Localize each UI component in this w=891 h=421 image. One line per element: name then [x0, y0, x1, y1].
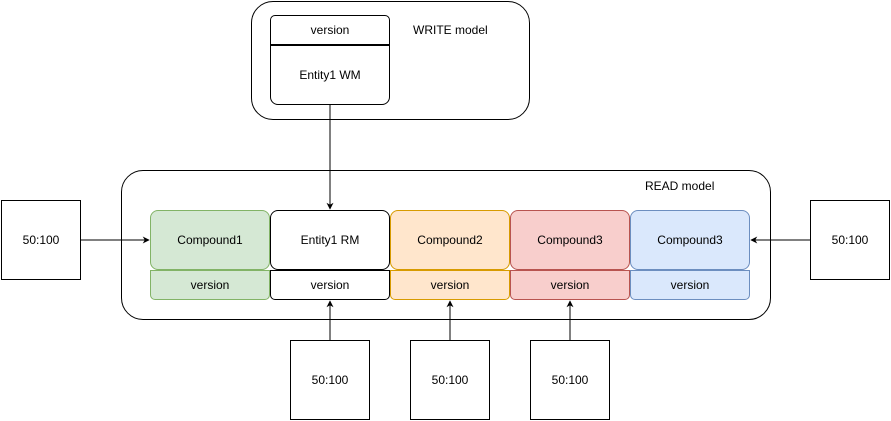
write-version-box[interactable]: version — [270, 15, 390, 45]
source-left-box[interactable]: 50:100 — [1, 200, 81, 280]
compound2-box[interactable]: Compound2 — [390, 210, 510, 270]
compound2-version-box[interactable]: version — [390, 270, 510, 300]
source-bottom-2-box[interactable]: 50:100 — [410, 340, 490, 420]
write-model-label: WRITE model — [413, 23, 488, 37]
read-model-label: READ model — [645, 179, 715, 193]
source-bottom-1-box[interactable]: 50:100 — [290, 340, 370, 420]
entity1-wm-box[interactable]: Entity1 WM — [270, 45, 390, 105]
compound1-version-box[interactable]: version — [150, 270, 270, 300]
compound3-blue-box[interactable]: Compound3 — [630, 210, 750, 270]
entity1-rm-version-box[interactable]: version — [270, 270, 390, 300]
compound3-blue-version-box[interactable]: version — [630, 270, 750, 300]
entity1-rm-box[interactable]: Entity1 RM — [270, 210, 390, 270]
compound3-box[interactable]: Compound3 — [510, 210, 630, 270]
compound1-box[interactable]: Compound1 — [150, 210, 270, 270]
source-right-box[interactable]: 50:100 — [810, 200, 890, 280]
source-bottom-3-box[interactable]: 50:100 — [530, 340, 610, 420]
compound3-version-box[interactable]: version — [510, 270, 630, 300]
